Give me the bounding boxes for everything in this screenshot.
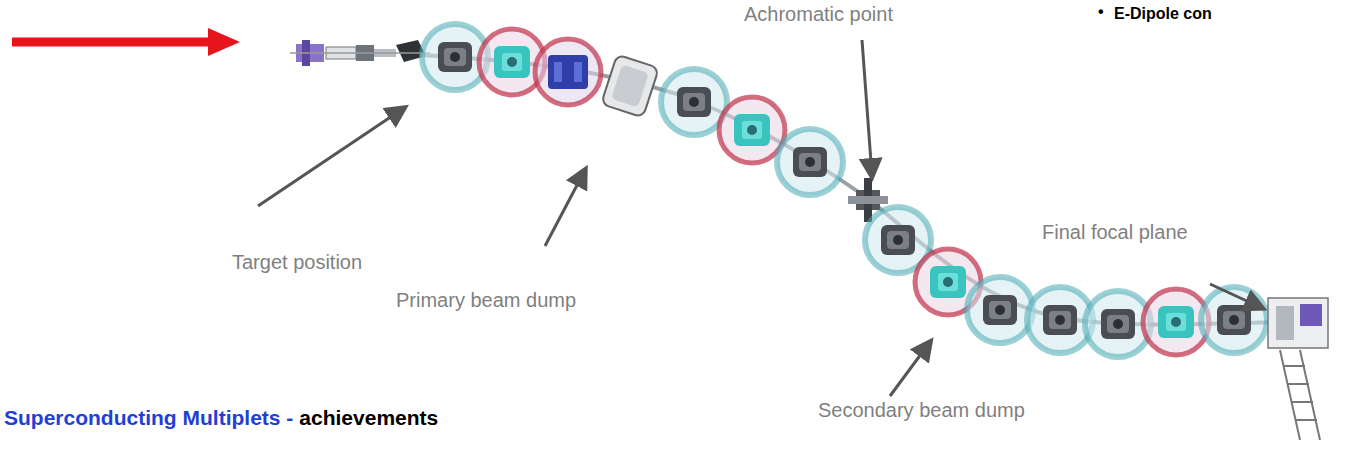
slide-heading: Superconducting Multiplets - [4,406,293,430]
bullet-text: E-Dipole con [1114,2,1212,26]
callout-label: Target position [232,250,362,274]
callout-label: Final focal plane [1042,220,1188,244]
callout-label: Secondary beam dump [818,398,1025,422]
callout-label: Primary beam dump [396,288,576,312]
slide-heading: achievements [299,406,438,430]
callout-label: Achromatic point [744,2,893,26]
bullet: • [1098,0,1104,24]
